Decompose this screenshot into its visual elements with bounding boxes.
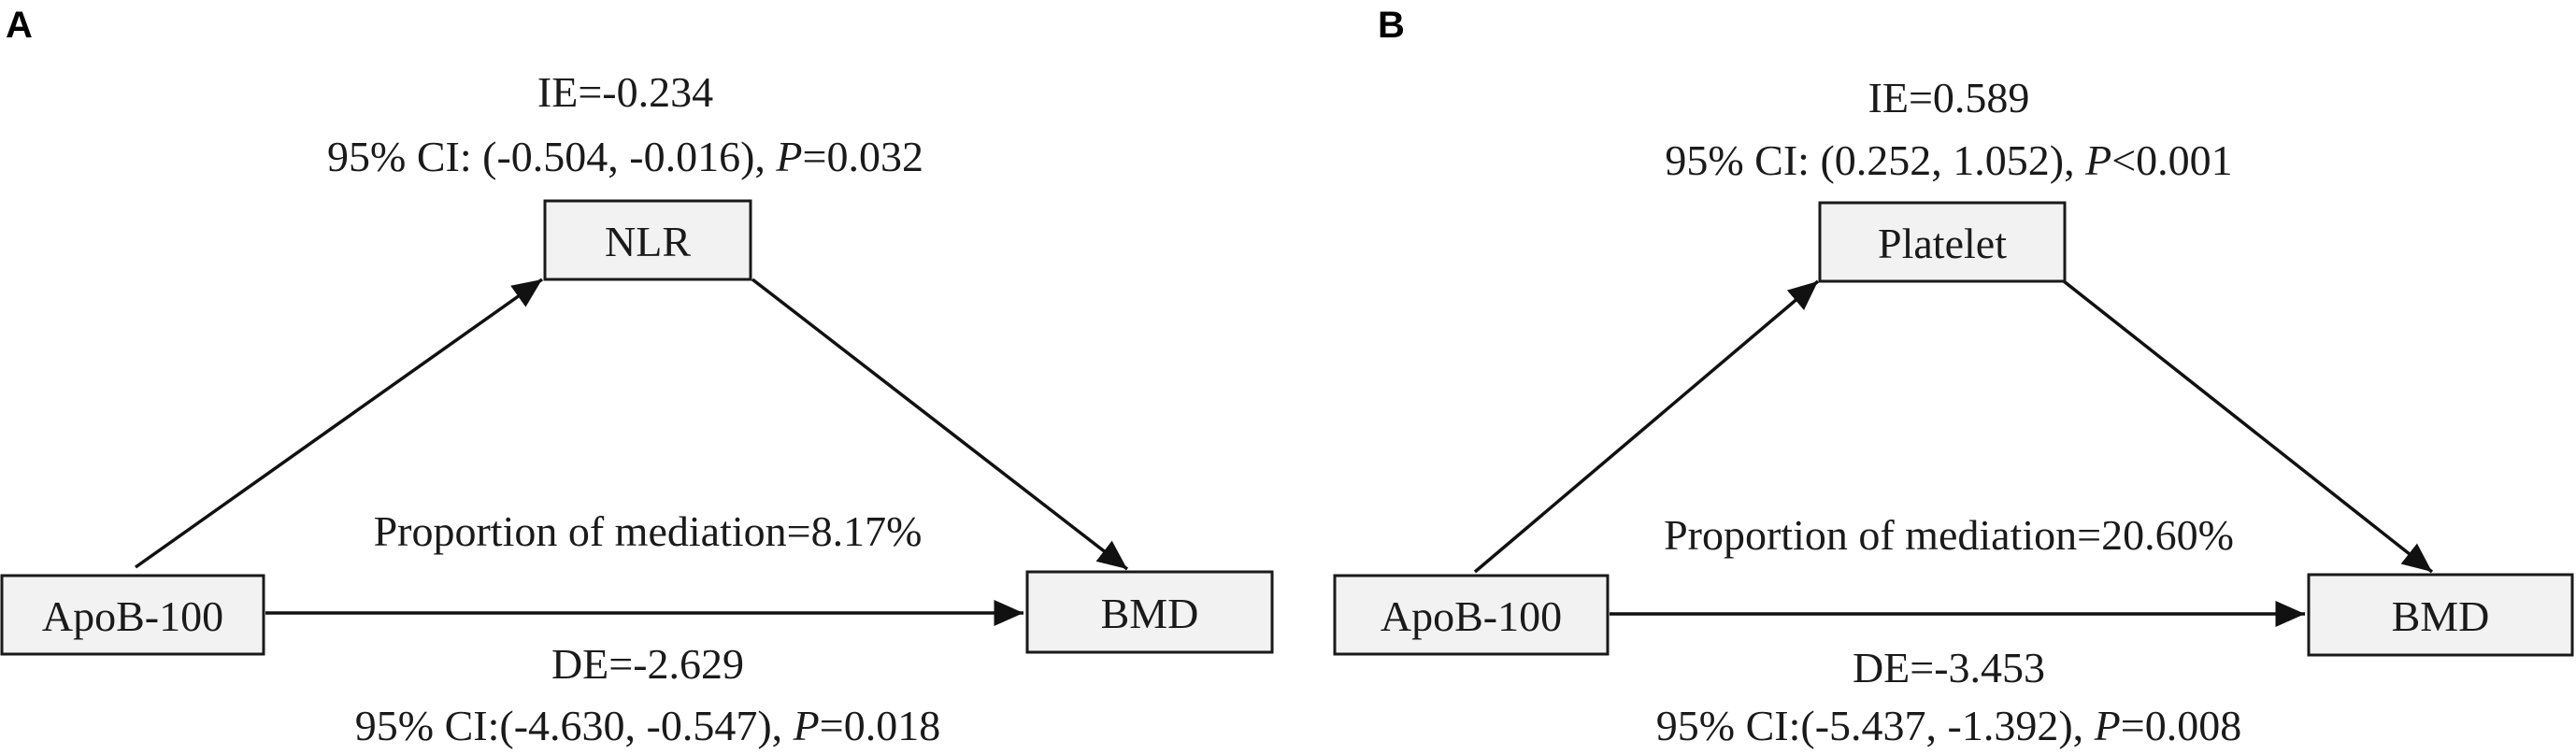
panel-b-exposure-label: ApoB-100 [1381, 592, 1562, 640]
panel-b-mediator-box: Platelet [1818, 201, 2067, 283]
panel-a-mediator-label: NLR [605, 218, 691, 265]
panel-a-direct-effect: DE=-2.629 [551, 640, 744, 688]
panel-a-outcome-label: BMD [1101, 590, 1199, 637]
panel-a-letter: A [6, 5, 33, 46]
panel-b-exposure-box: ApoB-100 [1333, 574, 1610, 656]
panel-b-exposure-to-mediator-arrow [1473, 279, 1820, 574]
panel-b: B IE=0.589 95% CI: (0.252, 1.052), P<0.0… [1333, 5, 2574, 749]
panel-a-indirect-effect: IE=-0.234 [537, 68, 713, 116]
panel-a-mediator-to-outcome-arrow [751, 278, 1129, 571]
panel-b-indirect-effect: IE=0.589 [1868, 74, 2030, 121]
panel-a-exposure-label: ApoB-100 [42, 592, 223, 640]
panel-a-outcome-box: BMD [1025, 570, 1274, 654]
panel-a-indirect-effect-ci: 95% CI: (-0.504, -0.016), P=0.032 [327, 133, 923, 180]
panel-a-exposure-to-mediator-arrow [134, 278, 544, 569]
panel-b-mediator-label: Platelet [1878, 220, 2007, 267]
panel-a-mediator-box: NLR [543, 199, 752, 281]
panel-b-indirect-effect-ci: 95% CI: (0.252, 1.052), P<0.001 [1665, 136, 2232, 184]
panel-b-outcome-box: BMD [2307, 573, 2574, 657]
panel-a-exposure-box: ApoB-100 [0, 574, 265, 656]
panel-b-outcome-label: BMD [2392, 592, 2490, 640]
panel-b-letter: B [1378, 5, 1405, 46]
panel-b-direct-effect: DE=-3.453 [1853, 644, 2045, 691]
panel-a: A IE=-0.234 95% CI: (-0.504, -0.016), P=… [0, 5, 1274, 749]
panel-b-direct-effect-ci: 95% CI:(-5.437, -1.392), P=0.008 [1656, 702, 2241, 749]
panel-b-mediator-to-outcome-arrow [2062, 279, 2434, 574]
panel-a-direct-effect-ci: 95% CI:(-4.630, -0.547), P=0.018 [355, 702, 940, 749]
panel-a-proportion-mediated: Proportion of mediation=8.17% [374, 507, 923, 555]
panel-b-proportion-mediated: Proportion of mediation=20.60% [1664, 511, 2234, 559]
